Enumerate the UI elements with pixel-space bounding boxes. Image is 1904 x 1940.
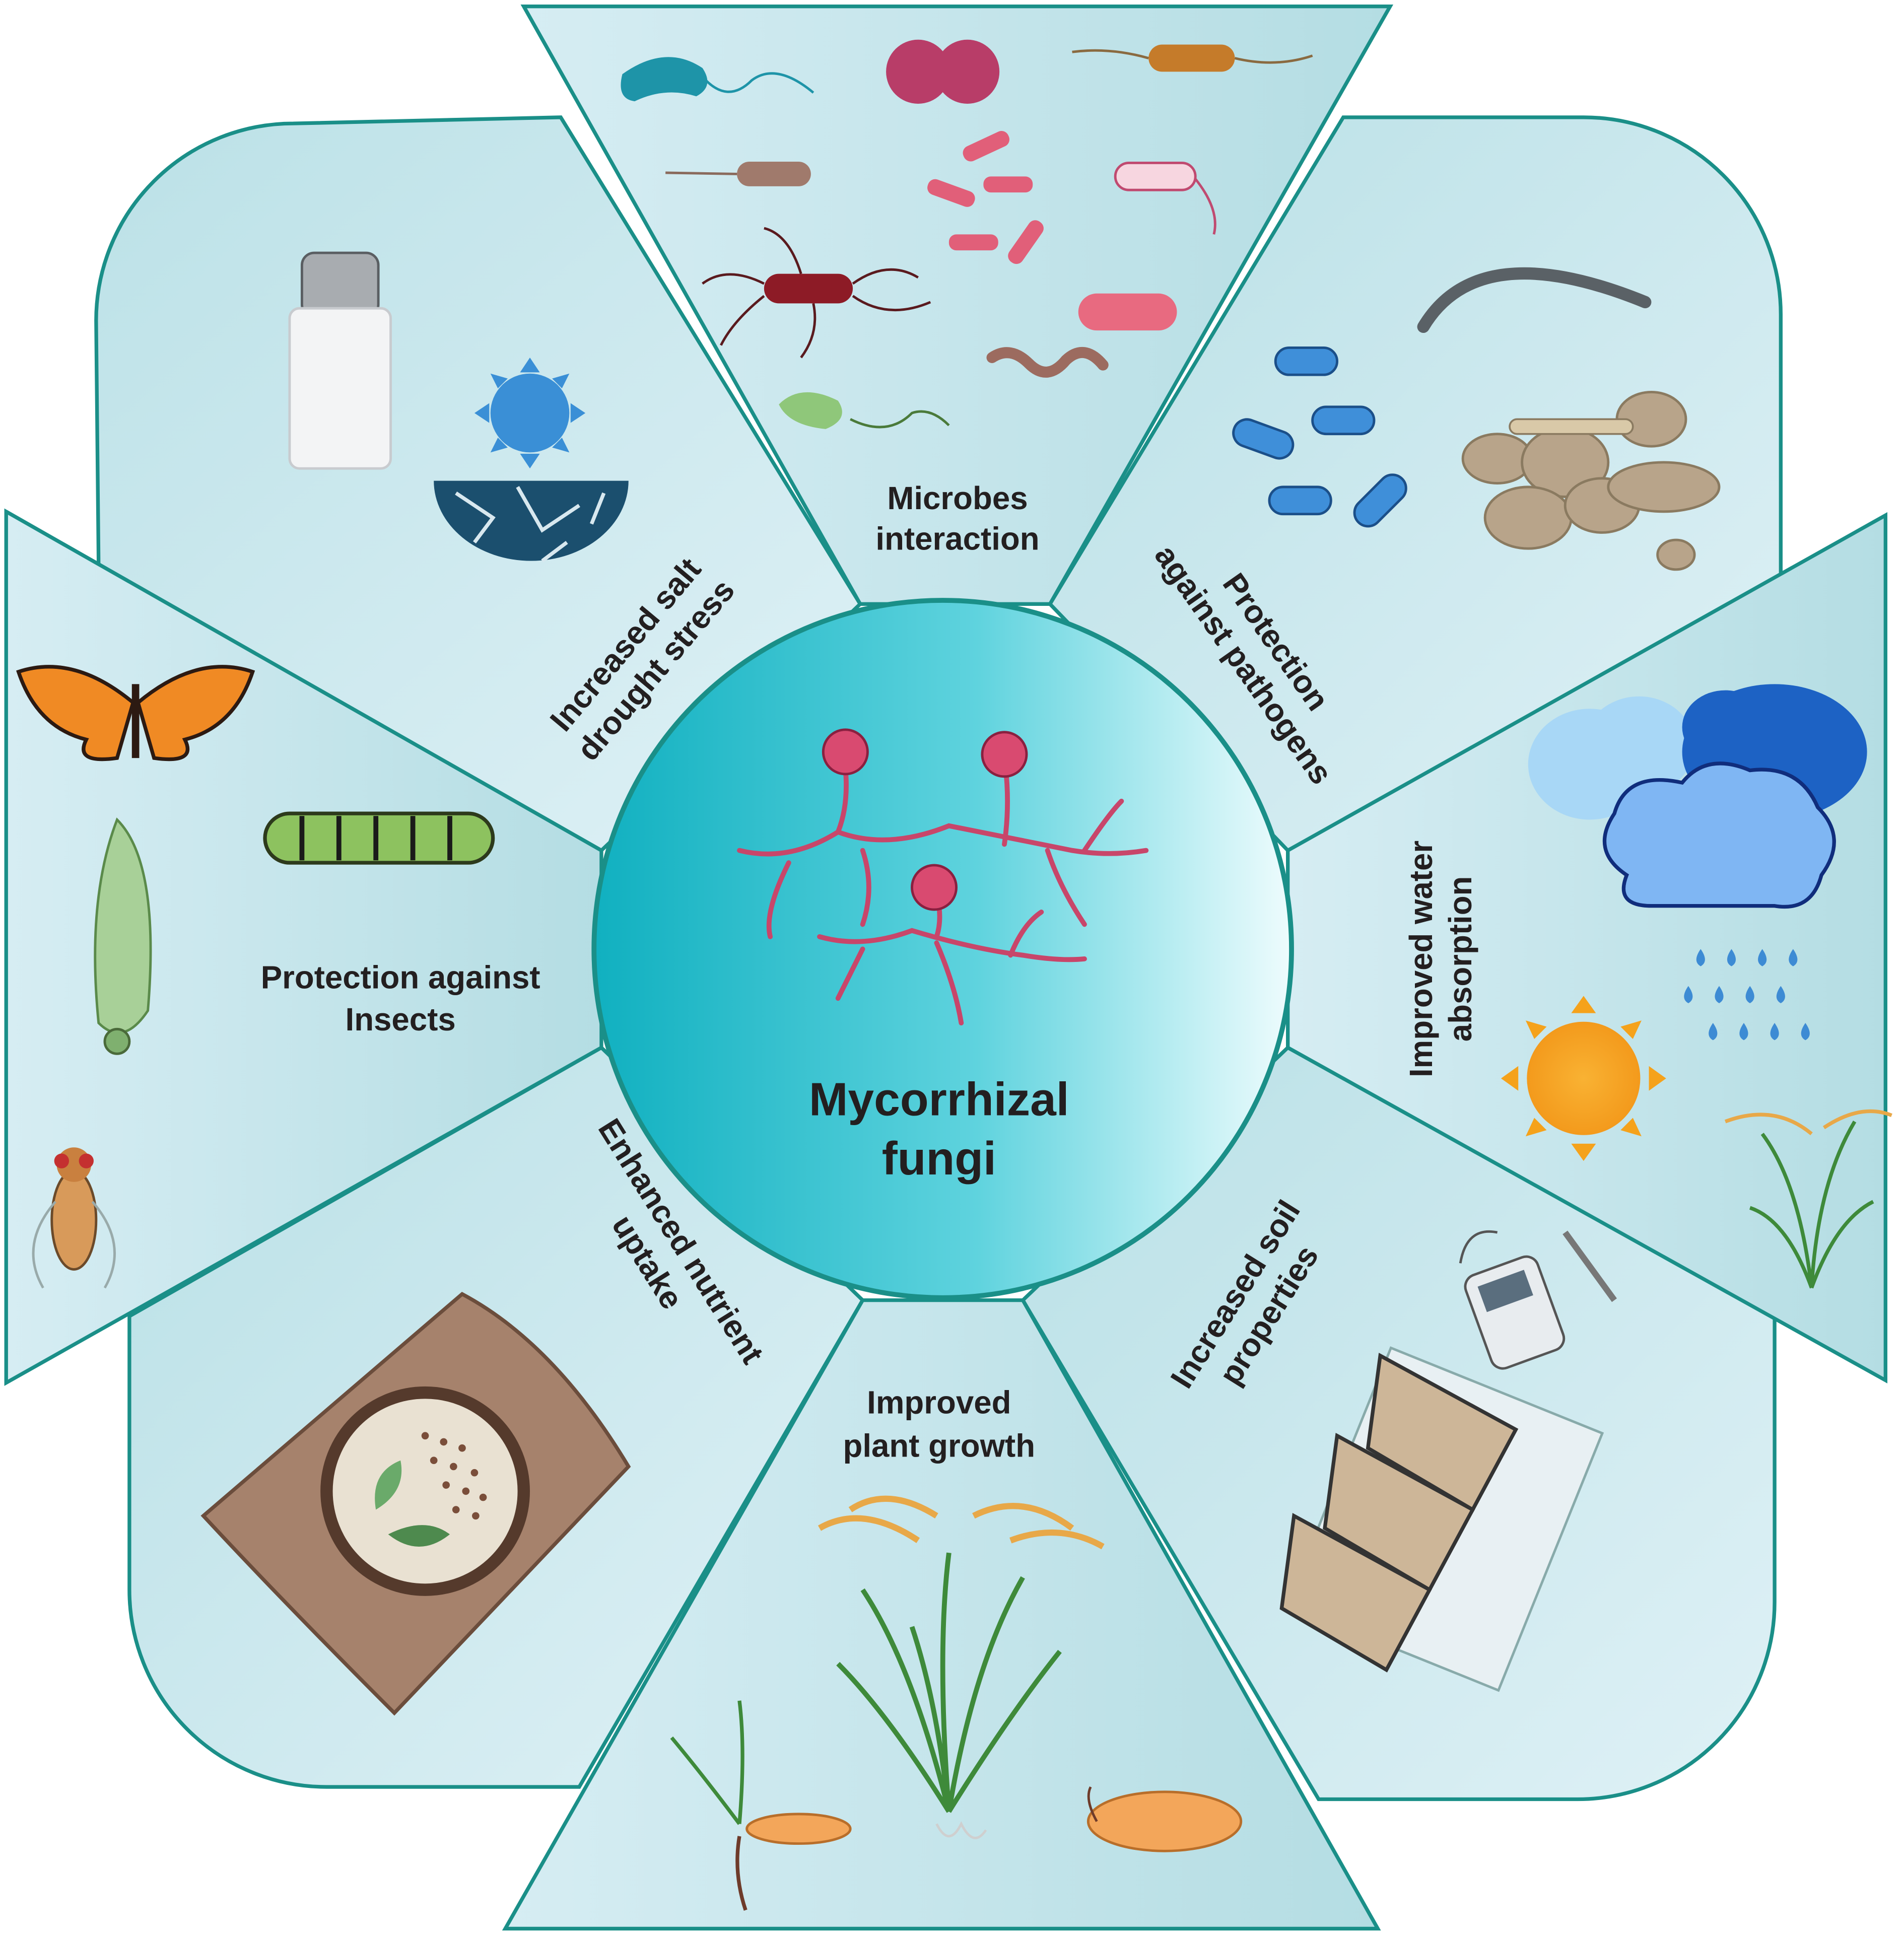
label-growth: Improved plant growth [843,1385,1036,1464]
leafhopper-icon [94,817,152,1055]
caterpillar-icon [263,811,495,865]
cloud-rain-icon [1528,684,1867,1041]
fruit-fly-icon [32,1147,116,1289]
soil-samples-icon [1279,1346,1604,1692]
rice-plant-large-icon [818,1495,1105,1839]
lobe-salt-drought [5,115,863,853]
center-circle [591,598,1294,1300]
ph-meter-icon [1459,1230,1617,1370]
label-microbes: Microbes interaction [875,480,1039,557]
salt-shaker-icon [288,251,392,470]
label-microbes-line1: Microbes [887,480,1028,516]
label-insects-line2: Insects [346,1002,456,1037]
bacteria-group-icon [621,39,1313,429]
center-title: Mycorrhizal fungi [809,1073,1069,1185]
sun-orange-icon [1501,996,1666,1161]
label-insects-line1: Protection against [261,960,540,996]
sporocarp-icons [822,728,1028,911]
fertilizer-bag-icon [200,1291,631,1716]
center-title-line2: fungi [882,1132,996,1185]
label-water-line1: Improved water [1403,841,1439,1077]
label-insects: Protection against Insects [261,960,540,1037]
rice-seed-icon [1086,1786,1243,1852]
label-water: Improved water absorption [1403,841,1478,1077]
center-title-line1: Mycorrhizal [809,1073,1069,1126]
label-growth-line1: Improved [867,1385,1011,1421]
rice-plant-small-icon [1724,1109,1892,1289]
rice-seedling-icon [670,1700,852,1911]
triangle-microbes [520,5,1394,606]
butterfly-icon [16,665,255,761]
label-microbes-line2: interaction [875,521,1039,557]
lobe-pathogens [1047,115,1783,853]
hyphae-icon [737,755,1149,1026]
cracked-earth-icon [434,480,629,563]
label-growth-line2: plant growth [843,1428,1036,1464]
pathogen-group-icon [1232,267,1721,571]
sun-blue-icon [474,357,586,469]
label-water-line2: absorption [1443,876,1478,1042]
